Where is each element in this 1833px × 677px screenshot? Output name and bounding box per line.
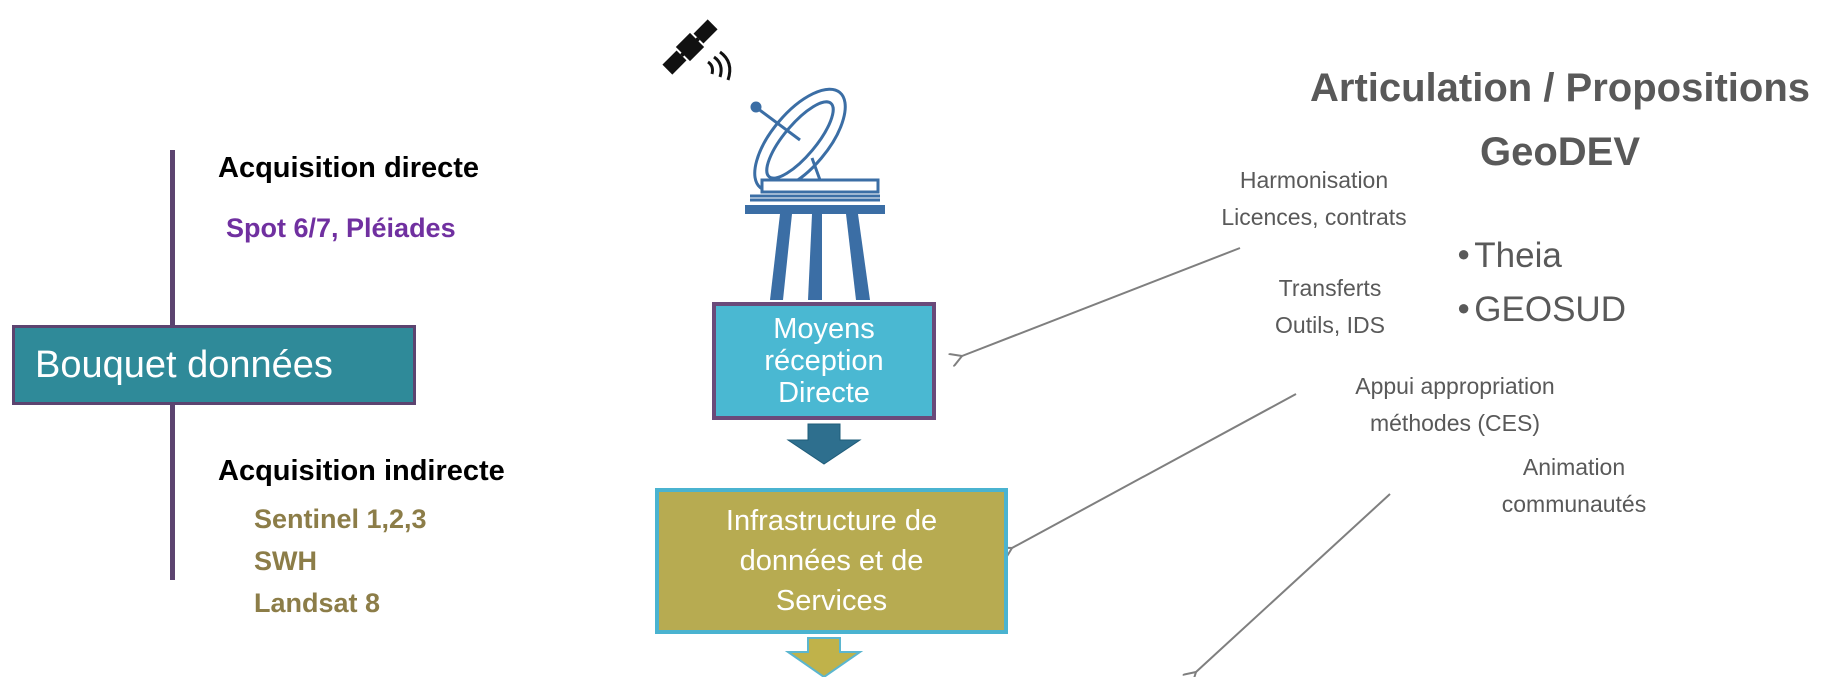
note-line: méthodes (CES): [1369, 410, 1540, 436]
note-animation: Animation communautés: [1474, 449, 1674, 523]
satellite-icon: [662, 19, 718, 75]
indirect-acquisition-heading: Acquisition indirecte: [218, 455, 505, 487]
infrastructure-line: Services: [775, 585, 888, 617]
antenna-dish-icon: [745, 87, 885, 300]
arrow-harmonisation: [962, 247, 1241, 356]
arrow-animation: [1196, 493, 1391, 672]
note-line: Licences, contrats: [1221, 204, 1407, 230]
note-line: Appui appropriation: [1355, 373, 1555, 399]
reception-line: Moyens: [773, 313, 875, 345]
direct-acquisition-heading: Acquisition directe: [218, 152, 480, 184]
infrastructure-box: Infrastructure de données et de Services: [655, 488, 1008, 634]
note-line: Transferts: [1278, 275, 1382, 301]
infrastructure-line: données et de: [739, 545, 924, 577]
indirect-item: Landsat 8: [254, 588, 381, 618]
indirect-item: SWH: [254, 546, 317, 576]
geodev-title: Articulation / Propositions GeoDEV: [1290, 56, 1830, 184]
title-line: GeoDEV: [1479, 130, 1641, 174]
indirect-acquisition-list: Sentinel 1,2,3 SWH Landsat 8: [254, 498, 427, 624]
note-line: Animation: [1522, 454, 1626, 480]
arrow-appui: [1012, 393, 1297, 548]
note-line: communautés: [1501, 491, 1647, 517]
reception-line: réception: [764, 345, 884, 377]
bouquet-donnees-box: Bouquet données: [12, 325, 416, 405]
reception-line: Directe: [778, 377, 870, 409]
reception-directe-box: Moyens réception Directe: [712, 302, 936, 420]
down-arrow-infrastructure: [784, 637, 864, 677]
note-transferts: Transferts Outils, IDS: [1250, 270, 1410, 344]
bouquet-label: Bouquet données: [35, 343, 333, 386]
note-line: Outils, IDS: [1275, 312, 1385, 338]
geodev-bullet-list: ●Theia ●GEOSUD: [1457, 228, 1626, 336]
direct-acquisition-items: Spot 6/7, Pléiades: [226, 213, 456, 243]
infrastructure-line: Infrastructure de: [725, 505, 938, 537]
signal-waves-icon: [707, 50, 732, 81]
note-appui: Appui appropriation méthodes (CES): [1330, 368, 1580, 442]
bullet-item: ●Theia: [1457, 236, 1562, 275]
note-harmonisation: Harmonisation Licences, contrats: [1194, 162, 1434, 236]
indirect-item: Sentinel 1,2,3: [254, 504, 427, 534]
down-arrow-reception: [786, 423, 862, 465]
title-line: Articulation / Propositions: [1309, 66, 1811, 110]
note-line: Harmonisation: [1239, 167, 1389, 193]
bullet-item: ●GEOSUD: [1457, 290, 1626, 329]
